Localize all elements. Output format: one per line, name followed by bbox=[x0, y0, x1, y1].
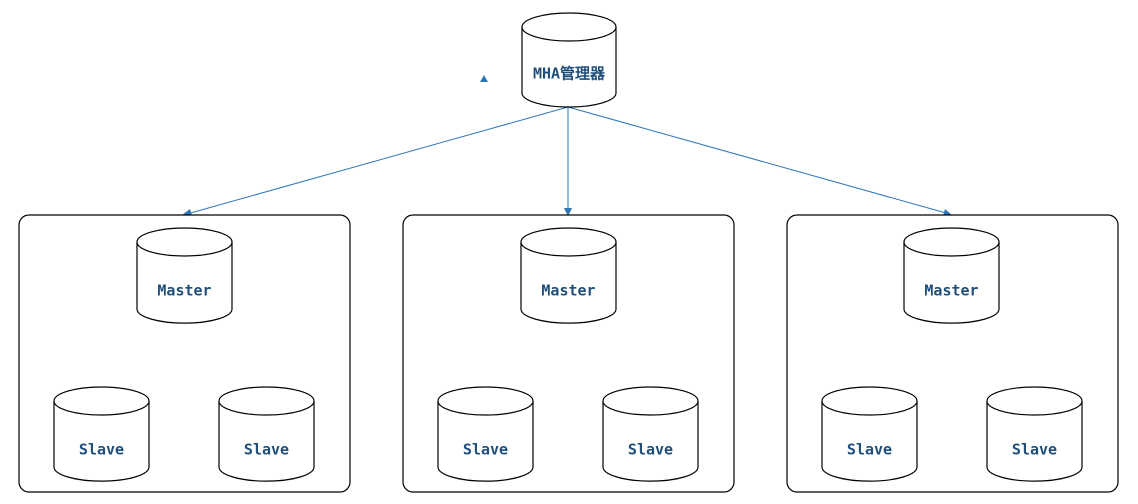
slave-node: Slave bbox=[437, 386, 534, 482]
slave-node: Slave bbox=[602, 386, 699, 482]
master-node: Master bbox=[903, 227, 1000, 324]
arrowhead-group-1 bbox=[182, 209, 192, 216]
master-node: Master bbox=[136, 227, 233, 324]
master-label: Master bbox=[157, 282, 211, 300]
slave-label: Slave bbox=[1012, 441, 1057, 459]
group-3: Master Slave Slave bbox=[786, 214, 1119, 493]
arrowhead-group-3 bbox=[943, 209, 952, 216]
slave-label: Slave bbox=[628, 441, 673, 459]
slave-node: Slave bbox=[986, 386, 1083, 482]
small-triangle-marker bbox=[480, 75, 488, 82]
edges bbox=[182, 106, 952, 216]
slave-node: Slave bbox=[821, 386, 918, 482]
edge-to-group-3 bbox=[567, 106, 947, 214]
manager-node: MHA管理器 bbox=[521, 12, 617, 108]
slave-label: Slave bbox=[244, 441, 289, 459]
master-label: Master bbox=[924, 282, 978, 300]
arrowhead-group-2 bbox=[564, 208, 572, 216]
slave-node: Slave bbox=[53, 386, 150, 482]
slave-label: Slave bbox=[463, 441, 508, 459]
manager-label: MHA管理器 bbox=[533, 65, 606, 83]
master-node: Master bbox=[520, 227, 617, 324]
edge-to-group-1 bbox=[186, 106, 569, 215]
slave-node: Slave bbox=[218, 386, 315, 482]
slave-label: Slave bbox=[79, 441, 124, 459]
slave-label: Slave bbox=[847, 441, 892, 459]
group-2: Master Slave Slave bbox=[402, 214, 735, 493]
group-1: Master Slave Slave bbox=[18, 214, 351, 493]
master-label: Master bbox=[541, 282, 595, 300]
